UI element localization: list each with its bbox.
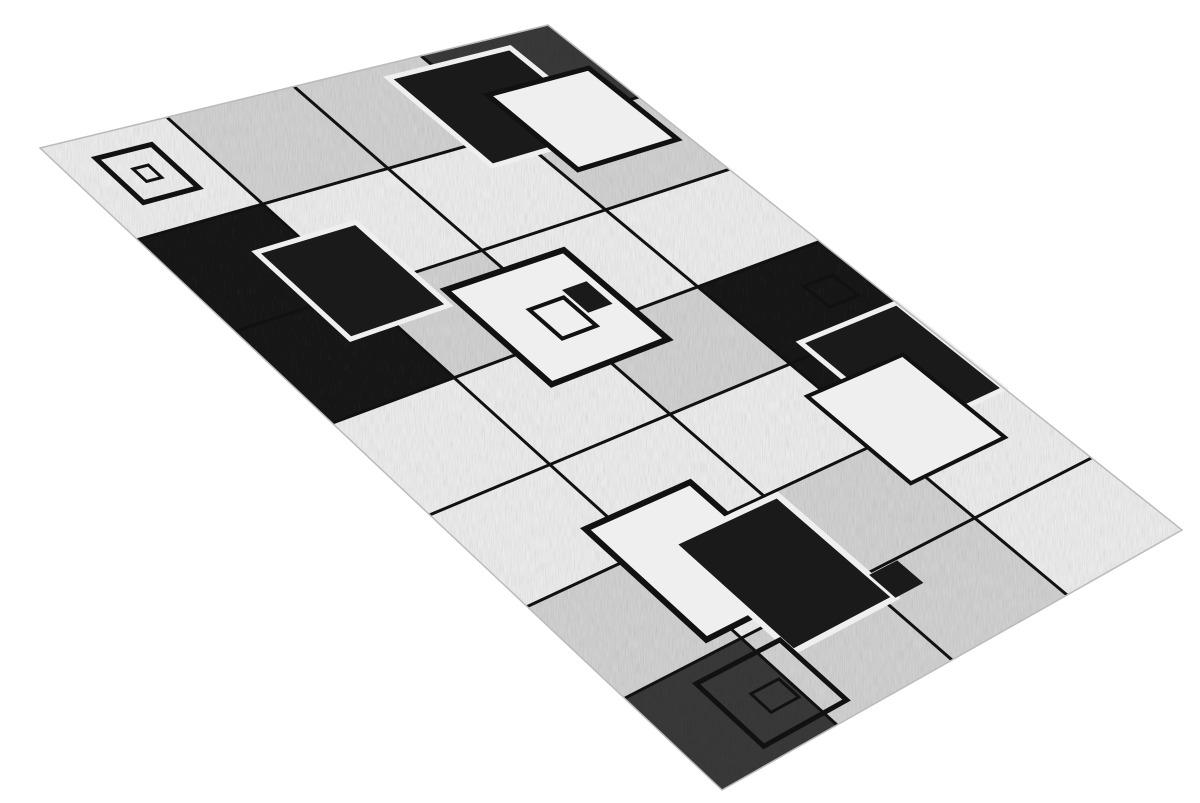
rug-block [332,377,550,515]
rug-block [262,168,482,291]
rug-block [454,332,670,465]
square-motif [439,246,674,388]
square-motif [130,163,165,184]
square-motif [562,281,613,313]
square-motif [800,273,862,309]
rug-block [167,86,388,205]
rug-block [429,464,646,607]
square-motif [525,295,601,341]
rug-block [137,204,359,332]
rug-block [388,132,606,251]
square-motif [482,65,683,173]
rug-block [234,290,455,424]
rug-block [527,551,742,699]
square-motif [803,352,1009,486]
rug-grid-lines [38,24,1184,791]
square-motif [691,636,851,750]
rug-block [605,169,820,287]
square-motif [748,677,802,715]
rug-edge [38,24,1184,791]
square-motif [869,560,924,598]
square-motif [251,219,454,342]
rug-block [40,117,263,240]
square-motif [90,141,204,206]
